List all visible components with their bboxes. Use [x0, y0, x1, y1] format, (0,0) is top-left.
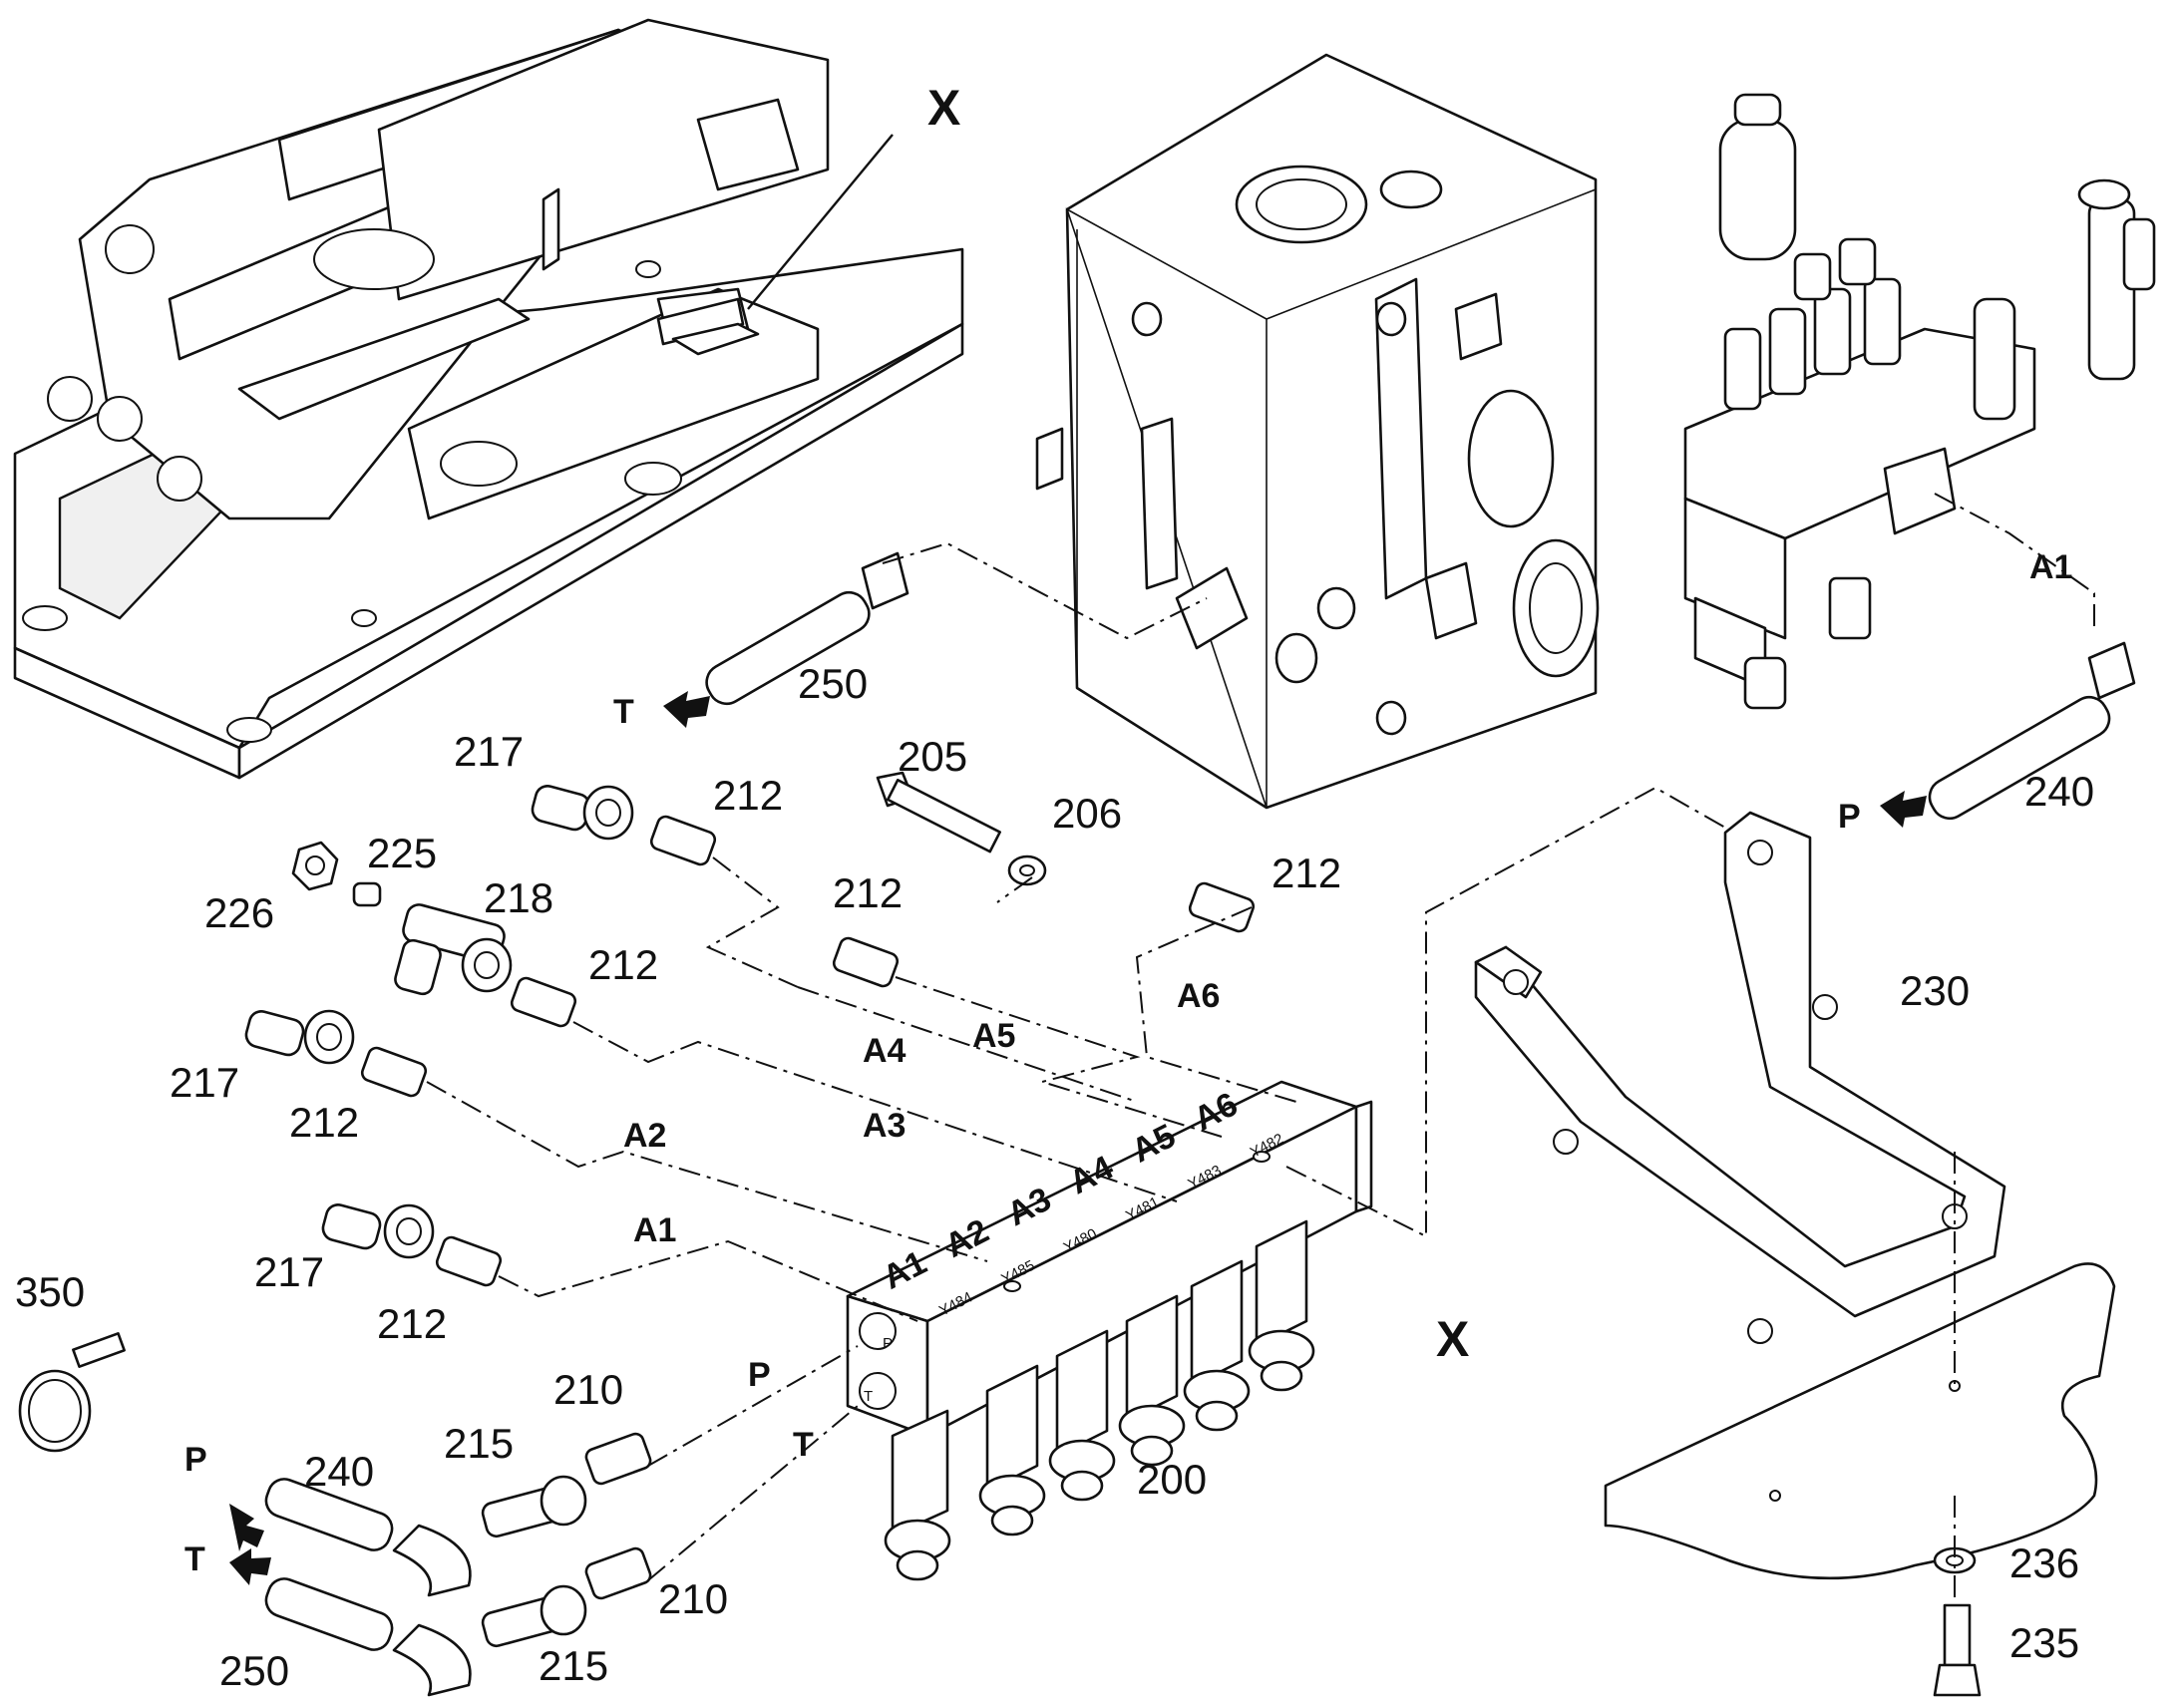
callout-217-low: 217	[254, 1248, 324, 1295]
callout-250-top: 250	[798, 660, 868, 707]
callout-350: 350	[15, 1268, 85, 1315]
callout-240-bottom: 240	[304, 1448, 374, 1495]
callout-200: 200	[1137, 1456, 1207, 1503]
adapter-212-b	[510, 976, 577, 1028]
callout-215-top: 215	[444, 1420, 514, 1467]
callout-250-bottom: 250	[219, 1647, 289, 1694]
callout-x-top: X	[927, 80, 960, 136]
hose-250-bottom	[264, 1577, 472, 1697]
floor-plate	[1604, 1262, 2116, 1580]
chassis-frame	[13, 18, 964, 780]
port-t-top: T	[613, 693, 634, 731]
tee-215-bottom	[481, 1584, 587, 1648]
bolt-205	[876, 771, 1001, 854]
callout-212-e: 212	[833, 869, 903, 916]
callout-212-d: 212	[377, 1300, 447, 1347]
callout-225: 225	[367, 830, 437, 876]
manifold-side-t: T	[864, 1388, 873, 1405]
port-t-block: T	[793, 1426, 814, 1464]
plug-225	[352, 881, 382, 907]
callout-230: 230	[1900, 967, 1970, 1014]
arrow-left-icon	[229, 1504, 264, 1551]
port-p-right: P	[1838, 798, 1861, 836]
adapter-212-d	[435, 1235, 503, 1287]
callout-210-bottom: 210	[658, 1575, 728, 1622]
adapter-212-a	[649, 815, 717, 866]
callout-218: 218	[484, 874, 553, 921]
callout-x-right: X	[1436, 1311, 1469, 1367]
connection-lines	[426, 493, 2095, 1605]
callout-205: 205	[898, 733, 967, 780]
hose-250-top	[705, 551, 909, 706]
port-t-bottom: T	[184, 1540, 205, 1578]
arrow-left-icon	[1880, 791, 1927, 828]
adapter-212-e	[832, 936, 900, 988]
port-a6-line: A6	[1177, 977, 1220, 1015]
hydraulic-tank	[1035, 53, 1600, 810]
elbow-217-mid	[244, 1009, 355, 1065]
manifold-200	[846, 1080, 1373, 1581]
tee-218	[394, 903, 513, 996]
callout-217-top: 217	[454, 728, 524, 775]
elbow-217-low	[321, 1203, 435, 1259]
callout-240-right: 240	[2024, 768, 2094, 815]
port-a3-line: A3	[863, 1107, 906, 1145]
adapter-212-c	[360, 1046, 428, 1098]
valve-block-assembly	[1683, 93, 2156, 710]
callout-217-mid: 217	[170, 1059, 239, 1106]
port-p-bottom: P	[184, 1441, 207, 1479]
valve-location-marker	[656, 134, 894, 356]
port-a1-line: A1	[633, 1211, 676, 1249]
port-a2-line: A2	[623, 1117, 666, 1155]
bolt-235	[1933, 1603, 1982, 1697]
callout-212-f: 212	[1272, 850, 1341, 896]
arrow-left-icon	[663, 691, 710, 728]
callout-215-bottom: 215	[539, 1642, 608, 1689]
manifold-side-p: P	[883, 1335, 893, 1352]
callout-212-b: 212	[588, 941, 658, 988]
arrow-left-icon	[229, 1548, 271, 1585]
port-p-block: P	[748, 1356, 771, 1394]
callout-210-top: 210	[553, 1366, 623, 1413]
washer-206	[1007, 854, 1047, 886]
callout-235: 235	[2009, 1619, 2079, 1666]
elbow-217-top	[531, 785, 634, 841]
adapter-210-top	[584, 1432, 652, 1486]
mounting-bracket	[1474, 811, 2006, 1344]
callout-226: 226	[204, 889, 274, 936]
adapter-212-f	[1188, 881, 1256, 933]
hose-240-bottom	[264, 1478, 472, 1597]
callout-212-c: 212	[289, 1099, 359, 1146]
hose-240-right	[1928, 641, 2136, 821]
tee-215-top	[481, 1475, 587, 1538]
port-a4-line: A4	[863, 1032, 907, 1070]
callout-212-a: 212	[713, 772, 783, 819]
clamp-350	[18, 1332, 126, 1453]
port-a5-line: A5	[972, 1017, 1015, 1055]
callout-206: 206	[1052, 790, 1122, 837]
adapter-210-bottom	[584, 1546, 652, 1600]
nut-226	[291, 841, 339, 891]
callout-236: 236	[2009, 1539, 2079, 1586]
port-a1-right: A1	[2029, 548, 2072, 586]
